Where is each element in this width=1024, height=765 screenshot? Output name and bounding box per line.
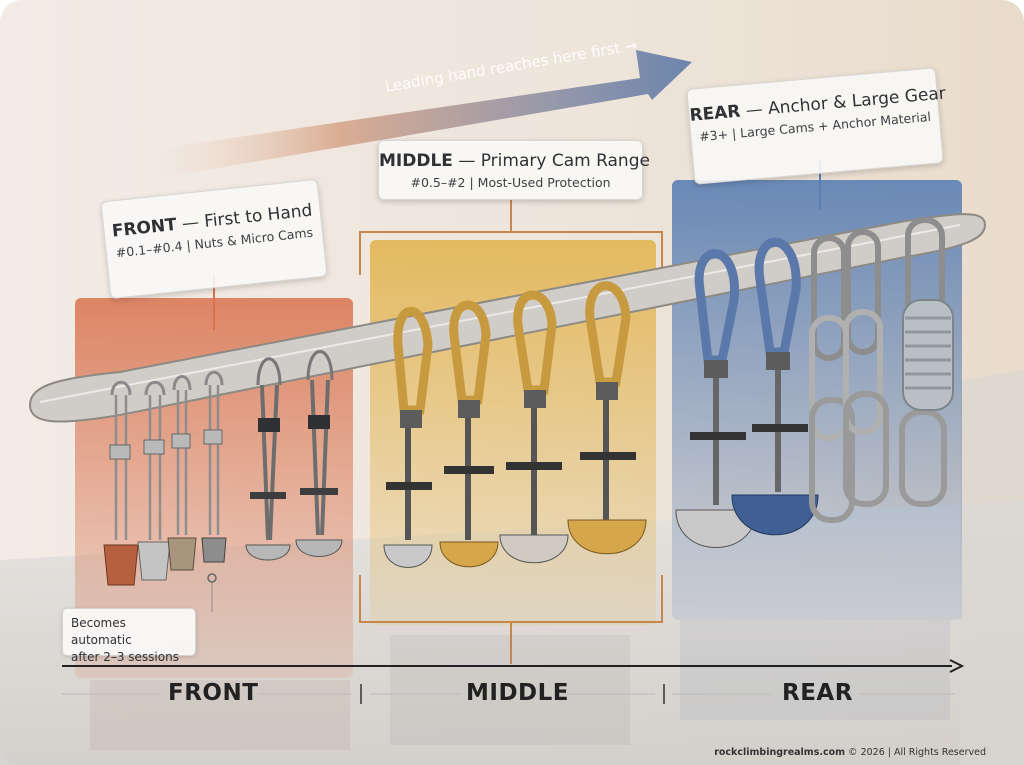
cam-gold-1 bbox=[383, 307, 433, 568]
cam-large-1 bbox=[675, 249, 757, 548]
cam-gold-4 bbox=[567, 281, 647, 555]
credit-site: rockclimbingrealms.com bbox=[714, 747, 846, 758]
nut-3 bbox=[167, 375, 197, 571]
cam-large-2 bbox=[731, 237, 819, 536]
tip-line-1: Becomes automatic bbox=[71, 616, 132, 647]
nut-2 bbox=[137, 380, 171, 581]
nut-1 bbox=[103, 380, 139, 586]
floor-reflections bbox=[90, 620, 950, 750]
middle-heading: MIDDLE — Primary Cam Range bbox=[379, 151, 650, 171]
sling-highlight bbox=[39, 224, 961, 403]
middle-title: MIDDLE bbox=[379, 151, 453, 171]
middle-subtitle: #0.5–#2 | Most-Used Protection bbox=[410, 175, 611, 190]
cam-gold-3 bbox=[499, 290, 569, 564]
micro-cam-2 bbox=[295, 350, 343, 557]
middle-title-rest: — Primary Cam Range bbox=[452, 151, 650, 171]
axis-label-rear: REAR bbox=[782, 680, 853, 706]
axis-label-front: FRONT bbox=[168, 680, 259, 706]
automatic-tip: Becomes automatic after 2–3 sessions bbox=[62, 608, 196, 664]
front-title: FRONT bbox=[111, 214, 178, 242]
direction-arrow bbox=[150, 50, 692, 178]
middle-label: MIDDLE — Primary Cam Range #0.5–#2 | Mos… bbox=[378, 140, 650, 200]
credit-rest: © 2026 | All Rights Reserved bbox=[845, 747, 986, 758]
copyright-credit: rockclimbingrealms.com © 2026 | All Righ… bbox=[714, 747, 986, 758]
tip-line-2: after 2–3 sessions bbox=[71, 650, 179, 664]
nut-4 bbox=[201, 370, 227, 583]
granite-edge bbox=[960, 370, 1024, 765]
rear-title: REAR bbox=[688, 101, 742, 126]
coiled-rope bbox=[902, 299, 954, 411]
axis-arrowhead bbox=[949, 659, 965, 673]
carabiner-2 bbox=[843, 229, 889, 507]
cam-gold-2 bbox=[439, 300, 499, 568]
axis-label-middle: MIDDLE bbox=[466, 680, 569, 706]
carabiner-1 bbox=[809, 235, 855, 523]
micro-cam-1 bbox=[245, 357, 291, 561]
